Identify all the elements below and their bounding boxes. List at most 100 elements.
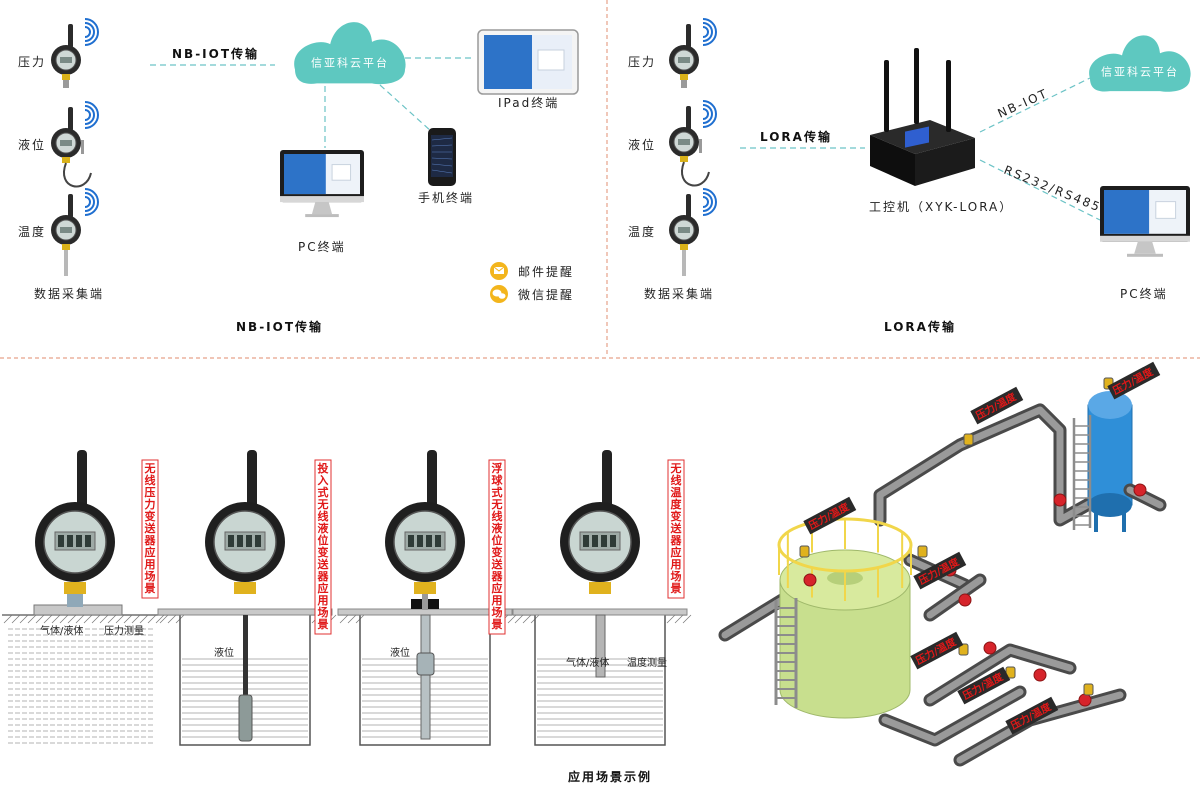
- vessel-top: [1088, 391, 1132, 419]
- scene-label: 浮球式无线液位变送器应用场景: [491, 461, 504, 631]
- sensor-stem: [682, 250, 686, 276]
- label-glyph: 器: [670, 534, 683, 547]
- wechat-icon: [490, 285, 508, 303]
- label-glyph: 温: [671, 485, 682, 499]
- ground-hatch: [35, 614, 45, 624]
- ground-hatch: [83, 614, 93, 624]
- ground-hatch: [347, 614, 357, 624]
- scene-left-label: 液位: [390, 646, 410, 659]
- ground-hatch: [3, 614, 13, 624]
- tank-cover: [512, 608, 688, 616]
- transmitter-antenna: [247, 450, 257, 516]
- gateway-left-face: [870, 135, 915, 186]
- pc-monitor-icon: [1100, 186, 1190, 257]
- sensor-digits: [60, 140, 72, 146]
- wifi-arc: [84, 192, 95, 212]
- label-glyph: 景: [491, 618, 503, 631]
- label-glyph: 球: [492, 473, 504, 487]
- label-glyph: 应: [318, 581, 329, 595]
- wechat-bubble-2: [498, 293, 506, 299]
- float-rod: [420, 614, 431, 740]
- wifi-arc: [702, 26, 709, 38]
- transmitter-collar: [64, 582, 86, 594]
- transmitter-collar: [234, 582, 256, 594]
- transmitter-antenna: [77, 450, 87, 516]
- branch-pipe-b-highlight: [881, 688, 1024, 744]
- sensor-antenna: [68, 24, 73, 48]
- mail-flap: [493, 266, 505, 272]
- sensor-antenna: [686, 106, 691, 130]
- sensor-probe: [699, 139, 702, 153]
- temperature-probe: [595, 614, 606, 678]
- ground-hatch: [43, 614, 53, 624]
- ground-hatch: [27, 614, 37, 624]
- transmitter-digit: [583, 535, 589, 547]
- sensor-collar: [680, 244, 688, 250]
- label-glyph: 场: [318, 605, 329, 619]
- valve-icon: [1053, 493, 1067, 507]
- wifi-icon: [702, 18, 717, 46]
- label-glyph: 用: [671, 558, 682, 571]
- wifi-arc: [84, 105, 95, 125]
- label-glyph: 投: [318, 461, 329, 475]
- label-glyph: 无: [670, 462, 682, 475]
- pressure-sensor-icon: [669, 18, 717, 88]
- ground-hatch: [107, 614, 117, 624]
- wifi-arc: [702, 108, 709, 120]
- overhead-pipe: [873, 403, 1112, 527]
- label-glyph: 无: [317, 498, 329, 511]
- ground-hatch: [51, 614, 61, 624]
- transmitter-icon: [35, 450, 115, 594]
- transmitter-digit: [228, 535, 234, 547]
- level-sensor-icon: [669, 100, 717, 187]
- phone-map-line: [431, 157, 453, 160]
- label-glyph: 位: [492, 533, 503, 547]
- cloud-platform: 信亚科云平台: [294, 22, 406, 85]
- mini-transmitter-icon: [958, 643, 969, 656]
- monitor-stand: [1134, 241, 1156, 254]
- applications-title: 应用场景示例: [568, 769, 652, 784]
- wifi-arc: [84, 26, 91, 38]
- wifi-arc: [702, 196, 709, 208]
- label-glyph: 场: [671, 569, 682, 583]
- label-glyph: 浮: [492, 461, 503, 475]
- phone-map-line: [431, 137, 453, 141]
- cloud-label: 信亚科云平台: [1101, 65, 1179, 79]
- sensor-label: 温度: [18, 224, 46, 239]
- pc-label: PC终端: [298, 239, 346, 254]
- wechat-reminder-label: 微信提醒: [518, 287, 574, 302]
- valve-icon: [1078, 693, 1092, 707]
- mini-transmitter-icon: [799, 545, 810, 558]
- process-connector: [67, 593, 83, 607]
- sensor-antenna: [686, 194, 691, 218]
- wifi-icon: [702, 188, 717, 216]
- temperature-sensor-icon: [51, 188, 99, 276]
- gateway-display: [905, 126, 929, 148]
- transmitter-antenna: [602, 450, 612, 516]
- monitor-base: [1127, 253, 1163, 257]
- label-glyph: 线: [492, 509, 503, 523]
- link-label: LORA传输: [760, 129, 832, 144]
- application-scenes: 无线压力变送器应用场景气体/液体压力测量投入式无线液位变送器应用场景液位浮球式无…: [2, 450, 692, 784]
- ground-hatch: [522, 614, 532, 624]
- label-glyph: 线: [145, 473, 156, 487]
- label-glyph: 线: [318, 509, 329, 523]
- label-glyph: 景: [670, 582, 682, 595]
- transmitter-icon: [560, 450, 640, 594]
- wifi-arc: [84, 188, 99, 216]
- transmitter-digit: [435, 535, 441, 547]
- sensor-collar: [62, 244, 70, 250]
- plant-tag: 压力/温度: [1107, 361, 1161, 400]
- float-ball: [416, 652, 435, 676]
- plant-tag-bg: [803, 496, 857, 535]
- wifi-icon: [84, 18, 99, 46]
- link-nbiot-cloud: [979, 77, 1091, 133]
- ground-hatch: [139, 614, 149, 624]
- plant-tag: 压力/温度: [803, 496, 857, 535]
- wifi-arc: [702, 104, 713, 124]
- overhead-pipe-highlight: [876, 406, 1109, 524]
- transmitter-digit: [76, 535, 82, 547]
